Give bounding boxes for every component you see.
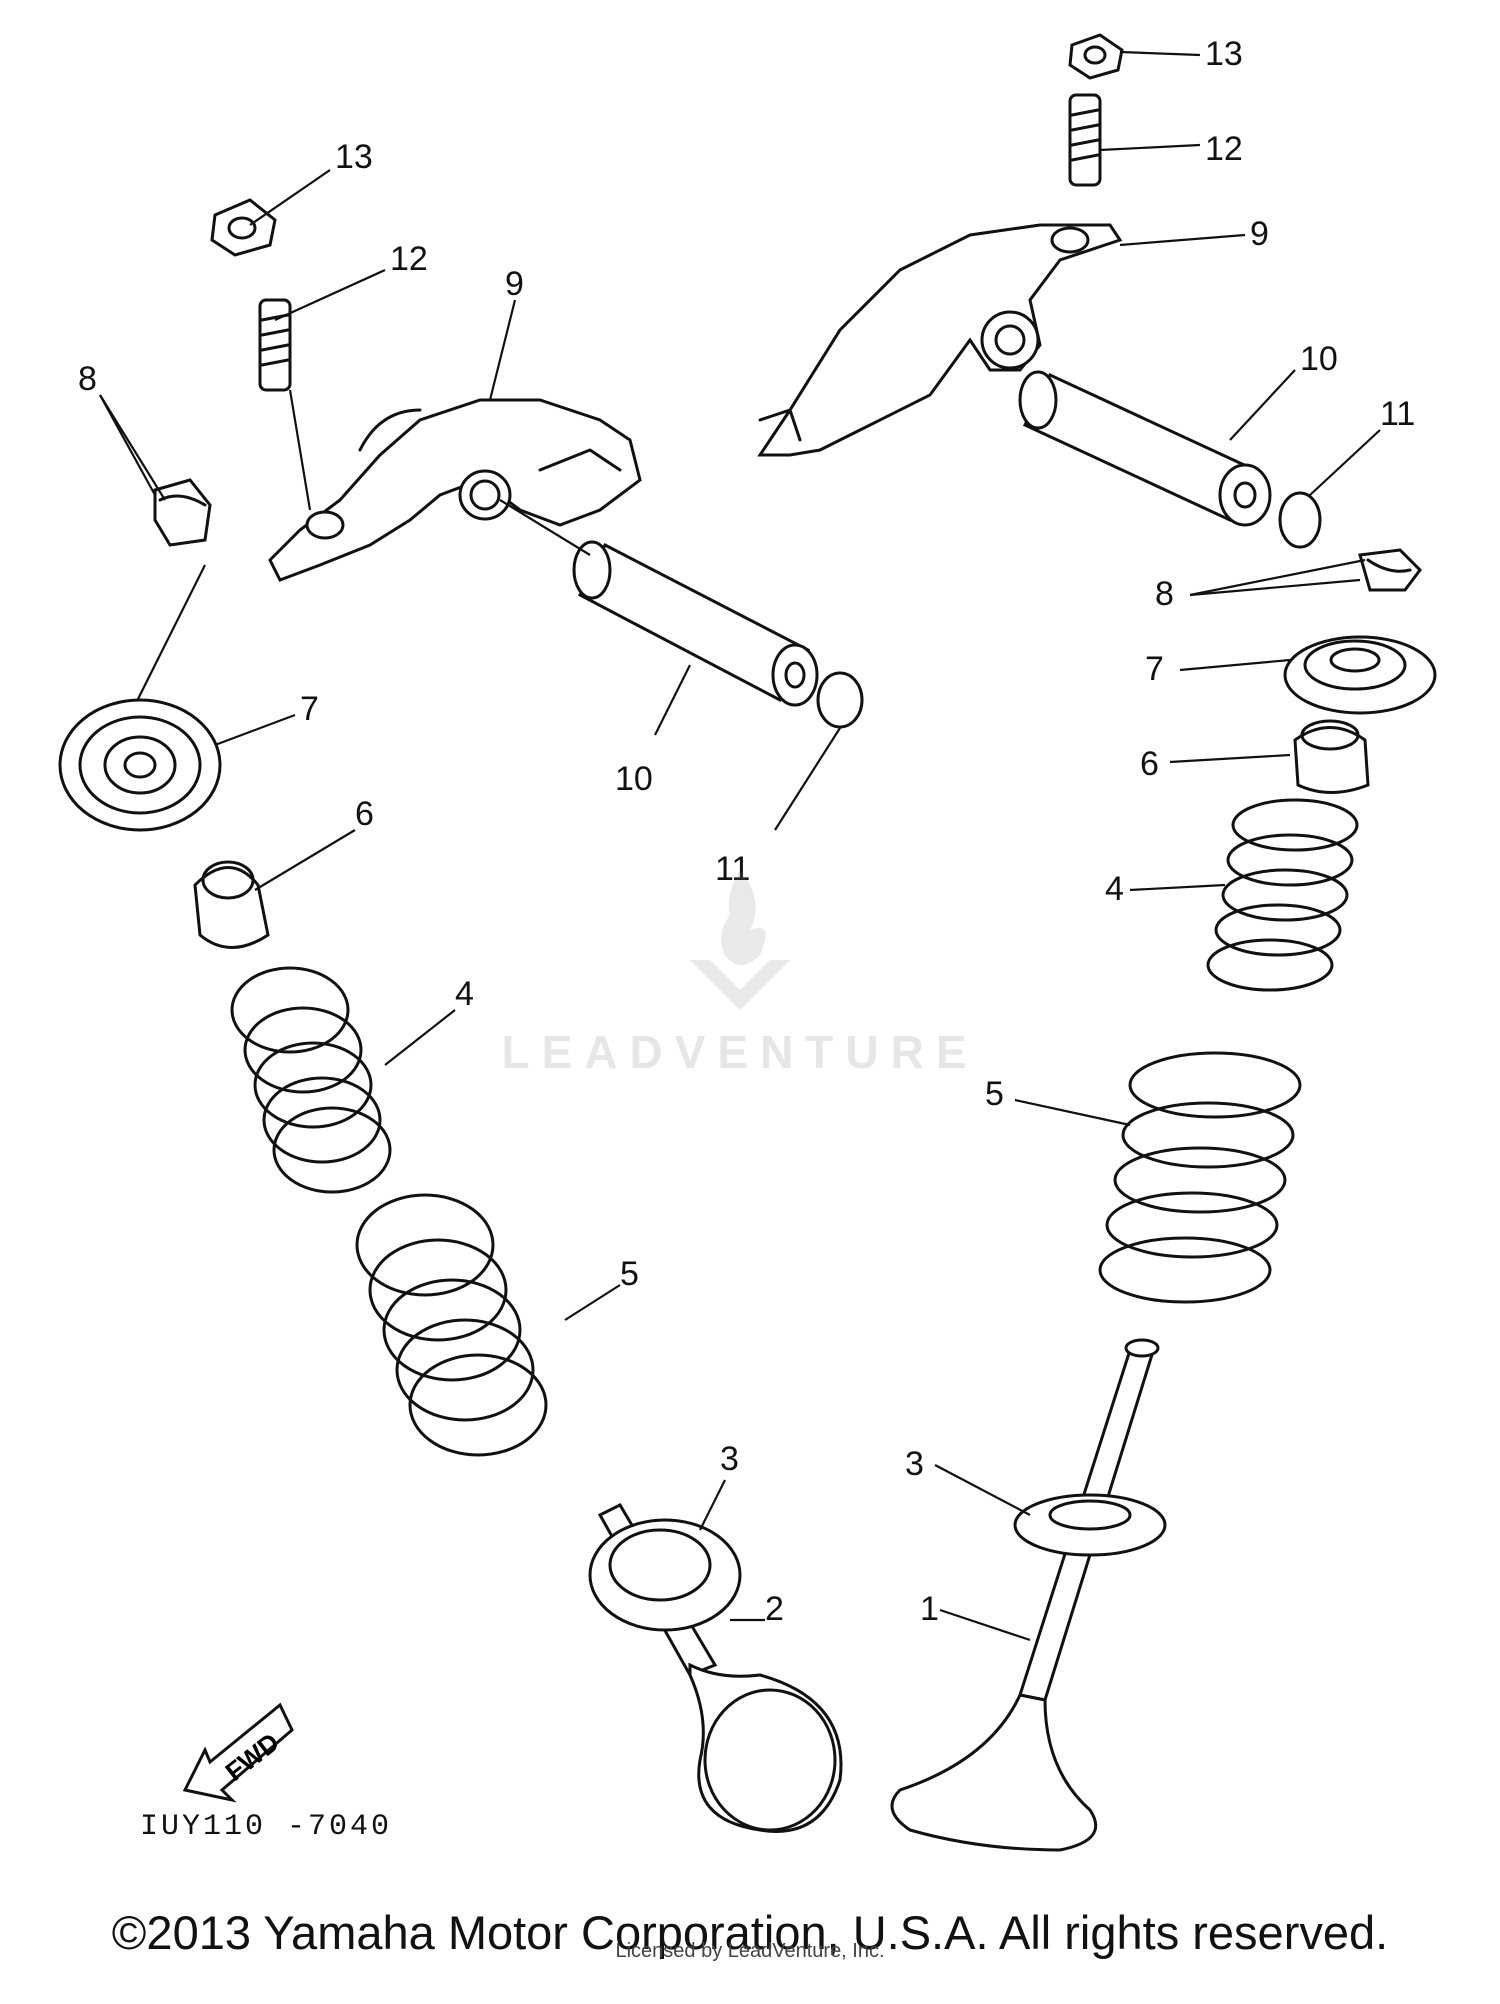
callout-7-right: 7 — [1145, 650, 1164, 688]
callout-4-right: 4 — [1105, 870, 1124, 908]
callout-4-left: 4 — [455, 975, 474, 1013]
callout-labels: 13 12 9 8 7 6 4 5 10 11 3 2 13 12 9 10 1… — [78, 35, 1415, 1628]
locknut-right — [1068, 33, 1124, 80]
rocker-arm-left — [268, 398, 642, 582]
callout-7-left: 7 — [300, 690, 319, 728]
leadventure-logo-icon — [690, 870, 790, 1010]
callout-3-right: 3 — [905, 1445, 924, 1483]
spring-seat-left — [588, 1518, 742, 1632]
callout-5-left: 5 — [620, 1255, 639, 1293]
callout-12-right: 12 — [1205, 130, 1243, 168]
callout-6-left: 6 — [355, 795, 374, 833]
outer-valve-spring-right — [1098, 1051, 1302, 1304]
valve-cotter-right — [1358, 548, 1422, 592]
watermark-text: LEADVENTURE — [501, 1026, 979, 1078]
callout-11-left: 11 — [715, 850, 750, 888]
callout-5-right: 5 — [985, 1075, 1004, 1113]
rocker-shaft-left — [499, 499, 819, 707]
callout-12-left: 12 — [390, 240, 428, 278]
callout-2: 2 — [765, 1590, 784, 1628]
outer-valve-spring-left — [355, 1193, 548, 1457]
rocker-arm-right — [757, 223, 1123, 457]
callout-13-right: 13 — [1205, 35, 1243, 73]
spring-seat-right — [1013, 1493, 1167, 1557]
drawing-id: IUY110 -7040 — [140, 1810, 393, 1844]
callout-8-left: 8 — [78, 360, 97, 398]
callout-13-left: 13 — [335, 138, 373, 176]
callout-1: 1 — [920, 1590, 939, 1628]
adjusting-screw-right — [1068, 93, 1102, 187]
o-ring-left — [816, 671, 864, 729]
license-notice: Licensed by LeadVenture, Inc. — [615, 1940, 885, 1962]
o-ring-right — [1278, 491, 1322, 549]
callout-10-right: 10 — [1300, 340, 1338, 378]
callout-8-right: 8 — [1155, 575, 1174, 613]
copyright-notice: ©2013 Yamaha Motor Corporation, U.S.A. A… — [111, 1906, 1389, 1959]
inner-valve-spring-right — [1206, 798, 1359, 992]
spring-retainer-right — [1283, 635, 1437, 715]
callout-11-right: 11 — [1380, 395, 1415, 433]
callout-9-right: 9 — [1250, 215, 1269, 253]
callout-3-left: 3 — [720, 1440, 739, 1478]
adjusting-screw-left — [258, 298, 312, 511]
watermark: LEADVENTURE — [460, 860, 1020, 1079]
spring-retainer-left — [58, 698, 222, 832]
callout-9-left: 9 — [505, 265, 524, 303]
fwd-arrow-icon: FWD — [182, 1702, 294, 1803]
valve-stem-seal-left — [193, 860, 270, 949]
callout-10-left: 10 — [615, 760, 653, 798]
locknut-left — [210, 198, 277, 257]
leader-lines — [99, 50, 1381, 1642]
rocker-shaft-right — [1018, 370, 1272, 527]
valve-stem-seal-right — [1293, 719, 1370, 794]
inner-valve-spring-left — [230, 966, 392, 1194]
callout-6-right: 6 — [1140, 745, 1159, 783]
